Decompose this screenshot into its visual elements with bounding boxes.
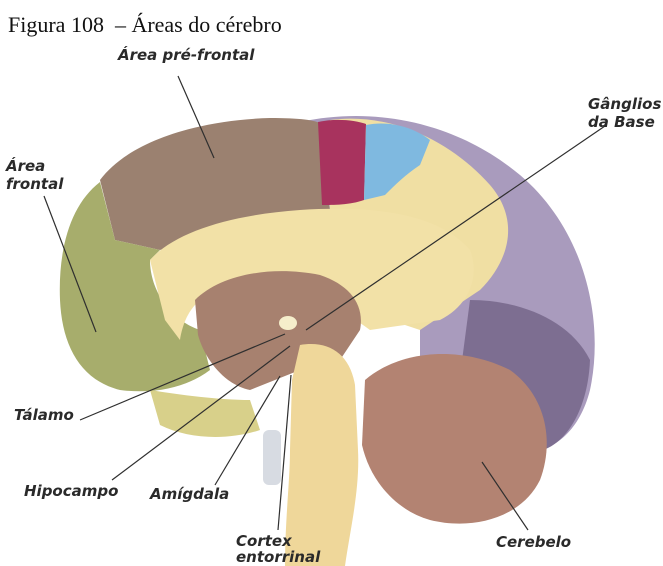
label-frontal-line2: frontal [6,176,63,193]
cerebellum-structure [362,354,547,524]
label-prefrontal: Área pré-frontal [118,47,254,64]
pituitary-stalk [263,430,281,485]
label-ganglia-line1: Gânglios [588,96,661,113]
label-cerebellum: Cerebelo [496,534,571,551]
thalamus-structure [279,316,297,330]
label-amygdala: Amígdala [150,486,229,503]
temporal-region [150,390,260,437]
label-frontal-line1: Área [6,158,45,175]
label-entorhinal-line2: entorrinal [236,549,320,566]
label-hippocampus: Hipocampo [24,483,118,500]
magenta-region [318,120,366,205]
label-ganglia-line2: da Base [588,114,655,131]
brainstem [285,344,358,566]
label-thalamus: Tálamo [14,407,74,424]
